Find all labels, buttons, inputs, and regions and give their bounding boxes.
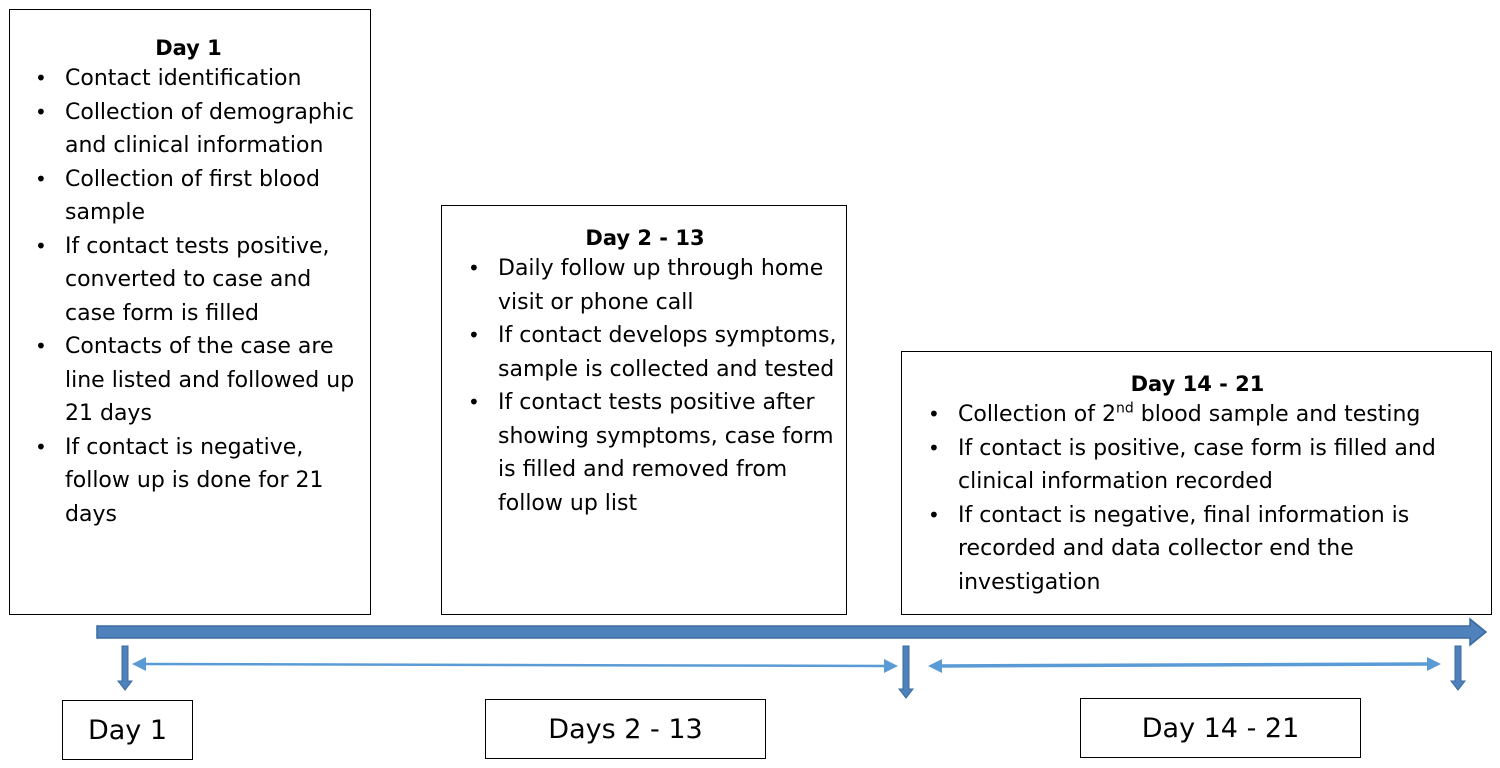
timeline-label-days-2-13: Days 2 - 13 — [485, 699, 766, 759]
phase-item: If contact is positive, case form is fil… — [910, 432, 1485, 499]
day-21-marker-arrow — [1449, 645, 1467, 691]
timeline-arrow — [96, 617, 1488, 647]
phase-title: Day 2 - 13 — [585, 226, 705, 250]
span-arrow-days-2-13 — [132, 657, 898, 673]
phase-title: Day 14 - 21 — [1130, 372, 1265, 396]
day-13-marker-arrow — [897, 645, 915, 699]
timeline-label-text: Days 2 - 13 — [548, 713, 703, 745]
phase-item: Collection of first blood sample — [17, 163, 360, 230]
phase-item: Daily follow up through home visit or ph… — [450, 252, 840, 319]
phase-item: If contact is negative, follow up is don… — [17, 431, 360, 532]
phase-item: Collection of 2nd blood sample and testi… — [910, 398, 1485, 432]
phase-item-list: Contact identification Collection of dem… — [17, 62, 360, 531]
timeline-label-day-14-21: Day 14 - 21 — [1080, 698, 1361, 758]
phase-item-text-start: Collection of 2 — [958, 402, 1117, 427]
phase-item: Contact identification — [17, 62, 360, 96]
phase-item: If contact develops symptoms, sample is … — [450, 319, 840, 386]
ordinal-suffix: nd — [1116, 400, 1134, 417]
timeline-label-text: Day 1 — [87, 714, 168, 746]
phase-item-list: Collection of 2nd blood sample and testi… — [910, 398, 1485, 599]
phase-box-day-2-13: Day 2 - 13 Daily follow up through home … — [441, 205, 847, 615]
phase-item: If contact tests positive, converted to … — [17, 230, 360, 331]
day-1-marker-arrow — [116, 645, 134, 691]
timeline-label-text: Day 14 - 21 — [1141, 712, 1300, 744]
phase-title: Day 1 — [155, 36, 222, 60]
phase-item: If contact tests positive after showing … — [450, 386, 840, 520]
phase-item: Collection of demographic and clinical i… — [17, 96, 360, 163]
phase-item: Contacts of the case are line listed and… — [17, 330, 360, 431]
phase-item-list: Daily follow up through home visit or ph… — [450, 252, 840, 520]
phase-item: If contact is negative, final informatio… — [910, 499, 1485, 600]
span-arrow-days-14-21 — [928, 657, 1441, 673]
timeline-label-day-1: Day 1 — [62, 700, 193, 760]
phase-box-day-14-21: Day 14 - 21 Collection of 2nd blood samp… — [901, 351, 1492, 615]
phase-box-day-1: Day 1 Contact identification Collection … — [9, 9, 371, 615]
phase-item-text-end: blood sample and testing — [1133, 402, 1421, 427]
